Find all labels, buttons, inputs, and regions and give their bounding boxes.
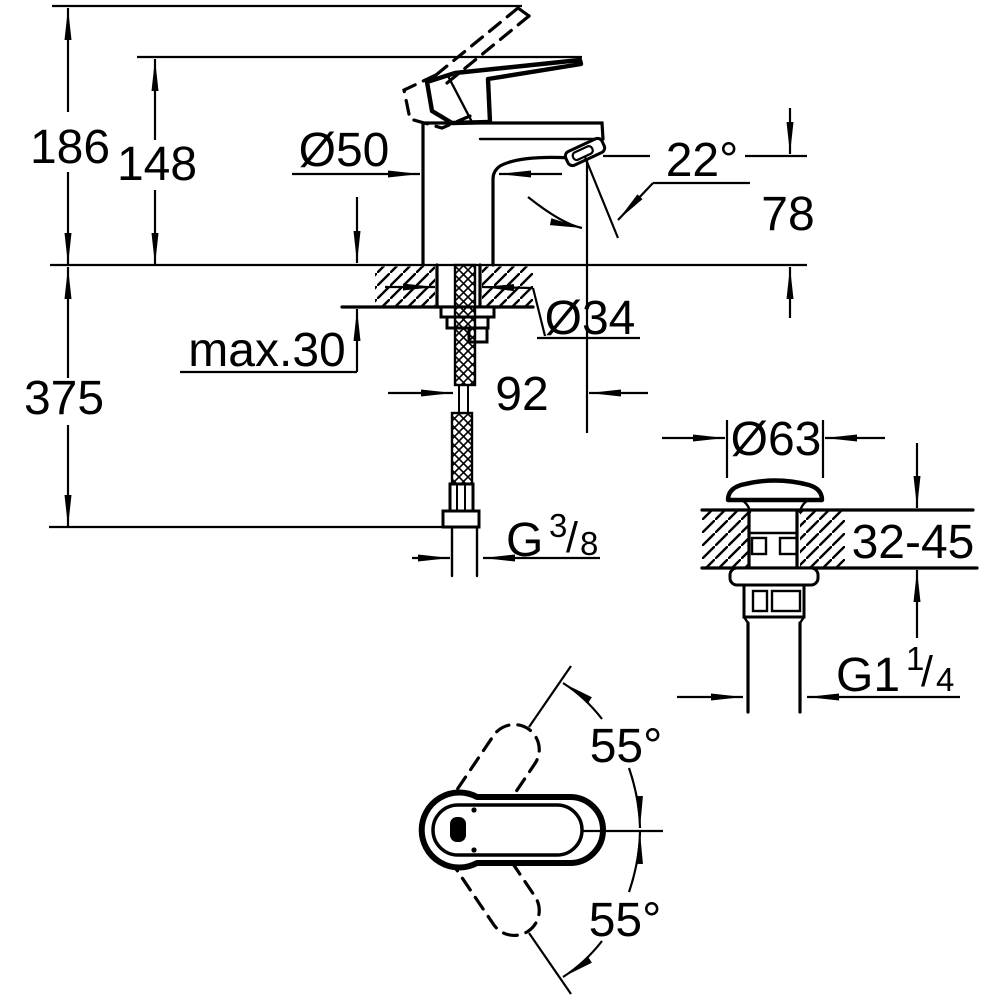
waste-deck-section	[700, 508, 979, 570]
handle-raised-dashed	[402, 6, 531, 130]
hose-hex	[448, 482, 475, 513]
dim-label-55-upper: 55°	[590, 720, 663, 773]
spout-axis-tilted-line	[583, 156, 620, 239]
handle-top-view: 55° 55°	[418, 665, 663, 995]
side-view: 186 148 375 78	[24, 4, 815, 529]
handle-swing-upper-dashed	[443, 722, 541, 838]
waste-body	[728, 510, 820, 714]
dim-label-186: 186	[30, 121, 110, 174]
waste-tailpipe	[746, 621, 802, 714]
waste-dome-cap	[725, 478, 825, 514]
faucet-handle	[424, 57, 584, 126]
swing-ext-line-lower	[528, 932, 572, 995]
dim-label-92: 92	[495, 368, 548, 421]
dim-label-375: 375	[24, 372, 104, 425]
handle-dot-bottom	[471, 847, 477, 853]
handle-swing-lower-dashed	[443, 822, 541, 938]
deck-section: max.30 Ø34	[180, 197, 640, 387]
dim-label-max30: max.30	[188, 324, 345, 377]
dim-waste-thread: G1 1 / 4	[677, 640, 960, 702]
dim-label-78: 78	[761, 188, 814, 241]
faucet-aerator	[563, 136, 607, 168]
dim-label-g114: G1 1 / 4	[836, 640, 954, 702]
dim-body-diameter: Ø50	[292, 124, 562, 178]
dim-spout-projection: 92	[388, 368, 648, 421]
dim-waste-deck-range: 32-45	[852, 443, 975, 638]
faucet-body	[421, 121, 605, 267]
dim-swing-upper: 55°	[562, 682, 663, 829]
handle-pivot-slot	[450, 817, 466, 842]
dim-supply-thread: G 3 / 8	[412, 507, 600, 567]
waste-flange-nut	[728, 566, 820, 587]
swing-ext-line-upper	[528, 665, 572, 728]
dim-label-d34: Ø34	[545, 292, 636, 345]
popup-waste-view: Ø63	[662, 413, 979, 714]
flex-hose-braid	[450, 411, 474, 486]
dim-label-g38: G 3 / 8	[506, 507, 598, 567]
dim-hose-length: 375	[24, 267, 104, 527]
dim-waste-flange: Ø63	[662, 413, 885, 478]
dim-label-d50: Ø50	[299, 124, 390, 177]
dim-label-148: 148	[117, 138, 197, 191]
hose-nut	[441, 509, 481, 529]
handle-dot-top	[471, 807, 477, 813]
dim-spout-angle: 22°	[527, 134, 750, 433]
dim-height-spout: 148	[117, 59, 197, 265]
threaded-mounting-rod	[453, 263, 477, 387]
dim-swing-lower: 55°	[562, 831, 662, 978]
dim-label-22deg: 22°	[666, 134, 739, 187]
dim-label-d63: Ø63	[731, 413, 822, 466]
handle-silhouette	[418, 789, 606, 871]
dim-hole-diameter: Ø34	[385, 283, 640, 345]
dim-label-3245: 32-45	[852, 516, 975, 569]
dim-max-deck-thickness: max.30	[180, 197, 361, 377]
dim-outlet-height: 78	[745, 108, 815, 318]
dim-label-55-lower: 55°	[589, 894, 662, 947]
supply-hose: 92 G 3 / 8	[388, 368, 648, 578]
dim-height-total: 186	[30, 8, 110, 265]
